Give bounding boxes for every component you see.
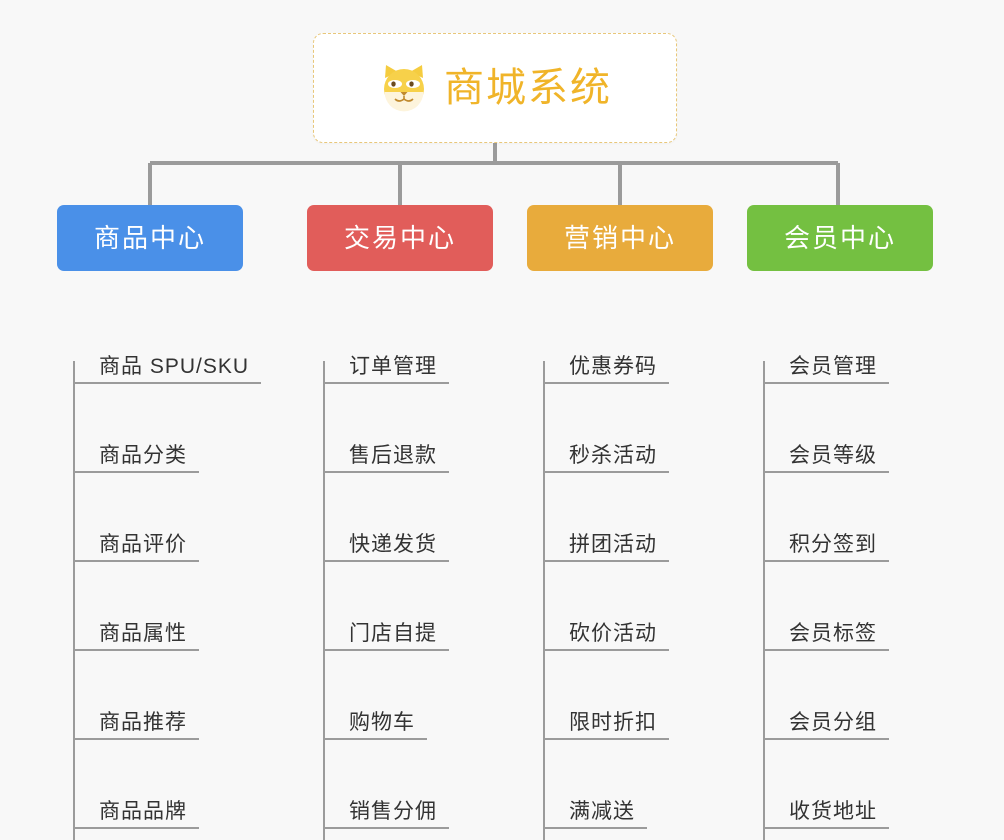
list-item-label: 销售分佣 bbox=[349, 799, 437, 823]
list-item[interactable]: 会员标签 bbox=[763, 562, 967, 651]
list-item[interactable]: 商品评价 bbox=[73, 473, 307, 562]
list-item-label: 砍价活动 bbox=[569, 621, 657, 645]
list-item-label: 收货地址 bbox=[789, 799, 877, 823]
list-item-label: 商品属性 bbox=[99, 621, 187, 645]
item-underline bbox=[543, 560, 669, 562]
list-item-label: 拼团活动 bbox=[569, 532, 657, 556]
list-item[interactable]: 会员等级 bbox=[763, 384, 967, 473]
column-stem-0 bbox=[73, 361, 75, 840]
item-underline bbox=[543, 827, 647, 829]
list-item-label: 优惠券码 bbox=[569, 354, 657, 378]
list-item-label: 秒杀活动 bbox=[569, 443, 657, 467]
item-underline bbox=[763, 471, 889, 473]
category-column-交易中心: 交易中心 订单管理 售后退款 快递发货 门店自提 购物车 bbox=[307, 205, 527, 840]
list-item[interactable]: 优惠券码 bbox=[543, 295, 747, 384]
list-item-label: 售后退款 bbox=[349, 443, 437, 467]
list-item[interactable]: 积分签到 bbox=[763, 473, 967, 562]
item-underline bbox=[73, 649, 199, 651]
list-item[interactable]: 售后退款 bbox=[323, 384, 527, 473]
category-item-list-3: 会员管理 会员等级 积分签到 会员标签 会员分组 收货地址 bbox=[747, 295, 967, 840]
item-underline bbox=[543, 471, 669, 473]
category-column-营销中心: 营销中心 优惠券码 秒杀活动 拼团活动 砍价活动 限时折扣 bbox=[527, 205, 747, 840]
shiba-dog-mascot-icon bbox=[384, 65, 424, 112]
list-item[interactable]: 砍价活动 bbox=[543, 562, 747, 651]
list-item[interactable]: 商品品牌 bbox=[73, 740, 307, 829]
list-item[interactable]: 商品分类 bbox=[73, 384, 307, 473]
list-item-label: 购物车 bbox=[349, 710, 415, 734]
list-item-label: 会员管理 bbox=[789, 354, 877, 378]
list-item-label: 积分签到 bbox=[789, 532, 877, 556]
list-item-label: 满减送 bbox=[569, 799, 635, 823]
category-header-label: 会员中心 bbox=[783, 223, 896, 253]
list-item-label: 商品 SPU/SKU bbox=[99, 354, 250, 378]
category-column-商品中心: 商品中心 商品 SPU/SKU 商品分类 商品评价 商品属性 商品推荐 bbox=[57, 205, 307, 840]
category-column-会员中心: 会员中心 会员管理 会员等级 积分签到 会员标签 会员分组 bbox=[747, 205, 967, 840]
list-item[interactable]: 拼团活动 bbox=[543, 473, 747, 562]
column-stem-3 bbox=[763, 361, 765, 840]
list-item-label: 快递发货 bbox=[349, 532, 437, 556]
item-underline bbox=[763, 649, 889, 651]
list-item-label: 商品品牌 bbox=[99, 799, 187, 823]
item-underline bbox=[323, 560, 449, 562]
list-item-label: 会员等级 bbox=[789, 443, 877, 467]
item-underline bbox=[323, 827, 449, 829]
item-underline bbox=[73, 827, 199, 829]
item-underline bbox=[763, 738, 889, 740]
root-node-label: 商城系统 bbox=[444, 66, 612, 110]
item-underline bbox=[73, 382, 261, 384]
item-underline bbox=[323, 738, 427, 740]
item-underline bbox=[763, 382, 889, 384]
list-item[interactable]: 购物车 bbox=[323, 651, 527, 740]
list-item[interactable]: 快递发货 bbox=[323, 473, 527, 562]
category-header-0[interactable]: 商品中心 bbox=[57, 205, 243, 271]
list-item-label: 会员标签 bbox=[789, 621, 877, 645]
list-item-label: 商品评价 bbox=[99, 532, 187, 556]
item-underline bbox=[543, 738, 669, 740]
column-stem-2 bbox=[543, 361, 545, 840]
item-underline bbox=[543, 649, 669, 651]
item-underline bbox=[73, 560, 199, 562]
list-item-label: 订单管理 bbox=[349, 354, 437, 378]
list-item[interactable]: 门店自提 bbox=[323, 562, 527, 651]
list-item[interactable]: 商品 SPU/SKU bbox=[73, 295, 307, 384]
item-underline bbox=[543, 382, 669, 384]
list-item[interactable]: 会员分组 bbox=[763, 651, 967, 740]
category-header-2[interactable]: 营销中心 bbox=[527, 205, 713, 271]
item-underline bbox=[73, 738, 199, 740]
list-item[interactable]: 商品属性 bbox=[73, 562, 307, 651]
list-item[interactable]: 销售分佣 bbox=[323, 740, 527, 829]
item-underline bbox=[73, 471, 199, 473]
category-item-list-1: 订单管理 售后退款 快递发货 门店自提 购物车 销售分佣 bbox=[307, 295, 527, 840]
category-header-3[interactable]: 会员中心 bbox=[747, 205, 933, 271]
category-header-label: 交易中心 bbox=[343, 223, 456, 253]
category-item-list-2: 优惠券码 秒杀活动 拼团活动 砍价活动 限时折扣 满减送 bbox=[527, 295, 747, 840]
list-item[interactable]: 会员管理 bbox=[763, 295, 967, 384]
category-header-label: 商品中心 bbox=[93, 223, 206, 253]
item-underline bbox=[323, 649, 449, 651]
list-item[interactable]: 限时折扣 bbox=[543, 651, 747, 740]
item-underline bbox=[323, 382, 449, 384]
list-item-label: 门店自提 bbox=[349, 621, 437, 645]
list-item-label: 商品推荐 bbox=[99, 710, 187, 734]
list-item[interactable]: 收货地址 bbox=[763, 740, 967, 829]
list-item-label: 会员分组 bbox=[789, 710, 877, 734]
root-node[interactable]: 商城系统 bbox=[313, 33, 677, 143]
item-underline bbox=[763, 560, 889, 562]
list-item[interactable]: 秒杀活动 bbox=[543, 384, 747, 473]
category-item-list-0: 商品 SPU/SKU 商品分类 商品评价 商品属性 商品推荐 商品品牌 bbox=[57, 295, 307, 840]
list-item[interactable]: 满减送 bbox=[543, 740, 747, 829]
item-underline bbox=[763, 827, 889, 829]
column-stem-1 bbox=[323, 361, 325, 840]
item-underline bbox=[323, 471, 449, 473]
category-header-label: 营销中心 bbox=[563, 223, 676, 253]
list-item[interactable]: 订单管理 bbox=[323, 295, 527, 384]
list-item[interactable]: 商品推荐 bbox=[73, 651, 307, 740]
category-header-1[interactable]: 交易中心 bbox=[307, 205, 493, 271]
list-item-label: 限时折扣 bbox=[569, 710, 657, 734]
list-item-label: 商品分类 bbox=[99, 443, 187, 467]
